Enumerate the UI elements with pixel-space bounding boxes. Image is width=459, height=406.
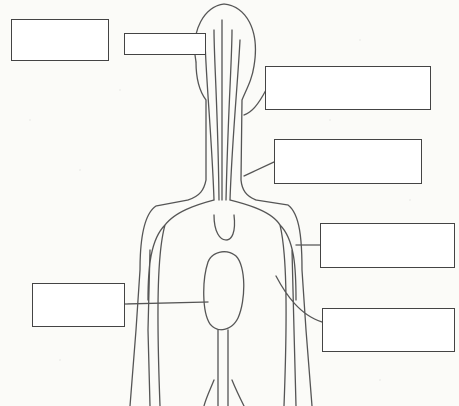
- label-box-6[interactable]: [32, 283, 125, 327]
- leader-line-5: [276, 276, 322, 322]
- leader-line-2: [244, 90, 266, 115]
- heart-shape: [204, 252, 244, 330]
- label-box-2[interactable]: [124, 33, 206, 55]
- head-outline-left: [130, 62, 206, 406]
- label-box-7[interactable]: [322, 308, 455, 352]
- label-box-4[interactable]: [274, 139, 422, 184]
- leader-line-3: [244, 162, 274, 176]
- label-box-3[interactable]: [265, 66, 431, 110]
- aortic-arch: [214, 215, 235, 240]
- label-box-1[interactable]: [11, 19, 109, 61]
- label-box-5[interactable]: [320, 223, 455, 268]
